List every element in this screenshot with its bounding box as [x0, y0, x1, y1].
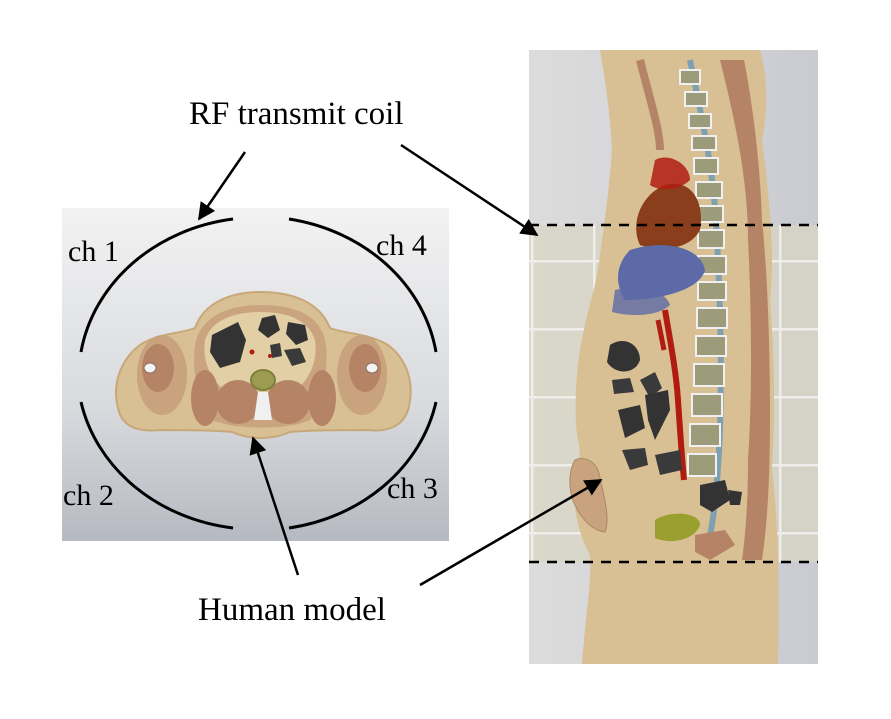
bowel-gas-sagittal-3 [640, 372, 662, 398]
bowel-gas-sagittal-1 [607, 340, 640, 372]
bowel-gas-right-3 [270, 343, 282, 358]
liver [612, 288, 670, 316]
arrow-coil-to-axial [197, 151, 247, 221]
left-arm-muscle [142, 344, 174, 392]
erector-left [191, 370, 219, 426]
arrow-human-to-axial [249, 436, 300, 576]
vessel-axial [268, 354, 272, 358]
trachea [636, 59, 664, 151]
channel-1-label: ch 1 [68, 235, 119, 268]
psoas-right [266, 380, 310, 424]
psoas-left [216, 380, 260, 424]
aorta-axial [249, 349, 255, 355]
bowel-gas-right-2 [284, 348, 306, 366]
arrow-coil-to-sagittal [400, 143, 539, 237]
sagittal-body-outline [575, 50, 779, 664]
coil-arc-ch3 [288, 401, 438, 530]
vertebra-axial [250, 369, 276, 391]
back-muscle-band [720, 60, 770, 560]
rectum [695, 530, 735, 560]
bowel-gas-sagittal-7 [655, 450, 682, 475]
coil-arc-ch2 [79, 401, 234, 530]
arrow-human-to-sagittal [419, 478, 603, 587]
aorta-sagittal [662, 309, 687, 481]
spinal-process [254, 392, 272, 420]
sagittal-slice-panel [529, 50, 818, 664]
human-model-label: Human model [198, 592, 386, 628]
bowel-gas-sagittal-2 [612, 378, 634, 394]
lung [618, 245, 705, 300]
bowel-gas-left [210, 322, 246, 368]
channel-2-label: ch 2 [63, 479, 114, 512]
coil-arc-ch4 [288, 217, 438, 353]
bowel-gas-center [258, 315, 280, 338]
bowel-gas-sagittal-9 [728, 490, 742, 505]
bowel-gas-sagittal-6 [622, 448, 648, 470]
rf-coil-label: RF transmit coil [189, 96, 404, 132]
heart [636, 183, 701, 249]
channel-3-label: ch 3 [387, 472, 438, 505]
heart-chamber [650, 157, 690, 190]
vena-cava-sagittal [655, 319, 667, 351]
bladder [655, 513, 700, 542]
right-arm-muscle [349, 344, 381, 392]
vertebral-column [679, 69, 728, 477]
left-arm-bone [143, 362, 157, 374]
axial-slice-panel [62, 208, 449, 541]
channel-4-label: ch 4 [376, 229, 427, 262]
erector-right [308, 370, 336, 426]
bowel-gas-sagittal-5 [645, 390, 670, 440]
bowel-gas-sagittal-8 [700, 480, 730, 512]
annotation-arrows [197, 143, 603, 587]
bowel-gas-right-1 [286, 322, 308, 345]
bowel-gas-sagittal-4 [618, 405, 645, 438]
right-arm-bone [365, 362, 379, 374]
coil-arc-ch1 [79, 217, 234, 353]
